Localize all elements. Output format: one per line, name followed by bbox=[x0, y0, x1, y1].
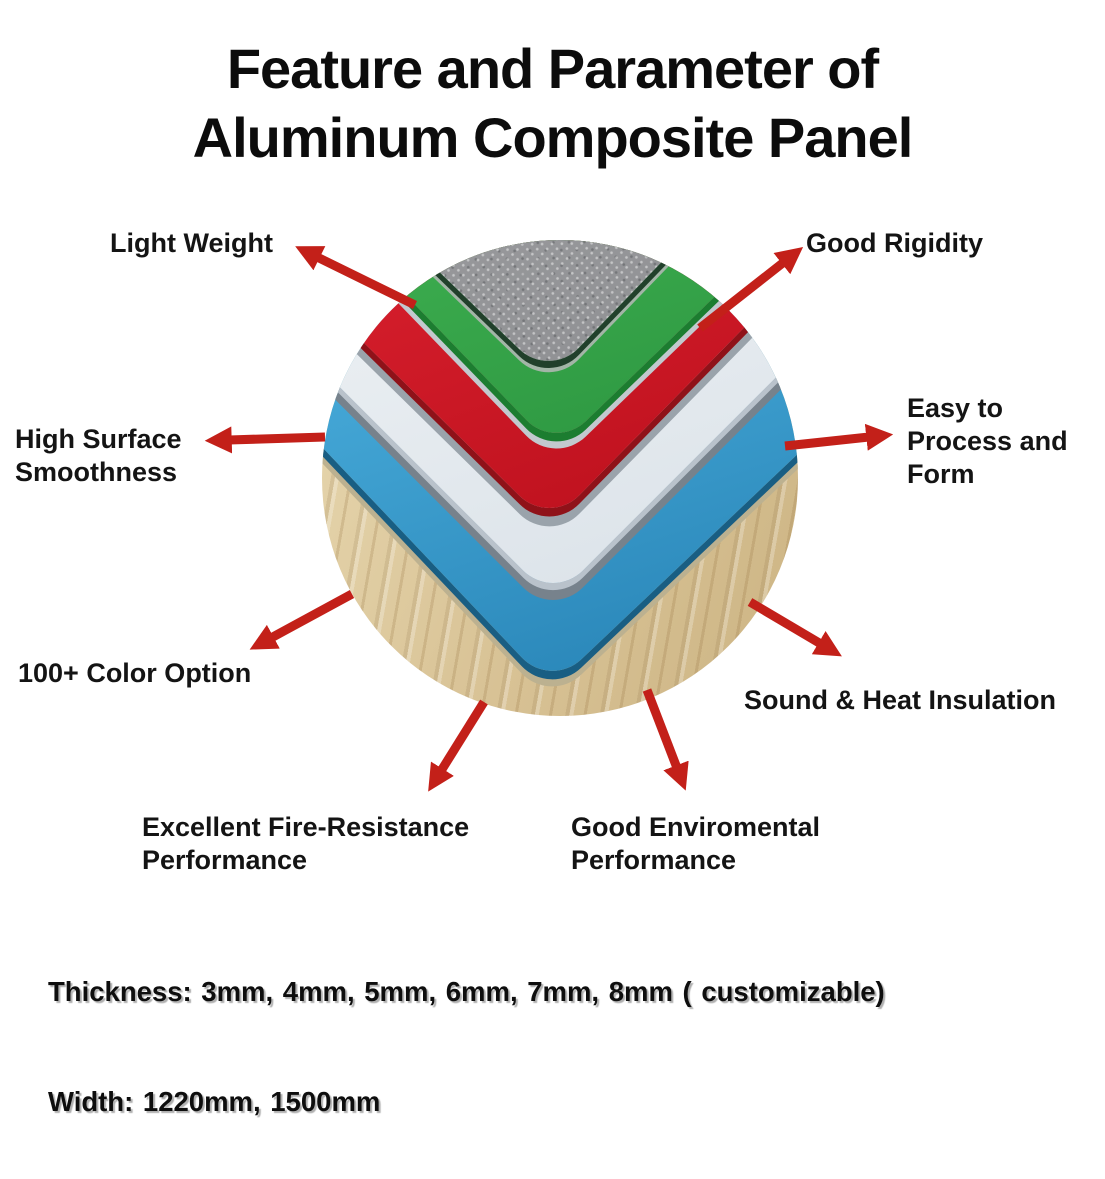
arrow-sound-heat-insulation bbox=[747, 598, 842, 657]
feature-label-easy-to-process: Easy to Process and Form bbox=[907, 393, 1068, 489]
feature-label-color-option: 100+ Color Option bbox=[18, 658, 252, 688]
parameter-line-width: Width: 1220mm, 1500mm bbox=[48, 1085, 381, 1117]
feature-label-sound-heat-insulation: Sound & Heat Insulation bbox=[744, 685, 1057, 715]
panel-stack-photo bbox=[322, 240, 798, 716]
arrow-fire-resistance bbox=[428, 699, 488, 792]
arrow-environmental bbox=[642, 688, 689, 791]
feature-label-high-surface-smoothness: High Surface Smoothness bbox=[15, 424, 182, 487]
feature-label-environmental: Good Enviromental Performance bbox=[571, 812, 821, 875]
feature-label-fire-resistance: Excellent Fire-Resistance Performance bbox=[142, 812, 470, 875]
arrow-high-surface-smoothness bbox=[204, 426, 326, 454]
page-title-line2: Aluminum Composite Panel bbox=[192, 106, 914, 169]
page-title: Feature and Parameter of Aluminum Compos… bbox=[0, 34, 1105, 172]
page-title-line1: Feature and Parameter of bbox=[226, 37, 879, 100]
parameter-line-thickness: Thickness: 3mm, 4mm, 5mm, 6mm, 7mm, 8mm … bbox=[48, 976, 885, 1007]
feature-label-light-weight: Light Weight bbox=[110, 228, 273, 258]
parameters-block: Thickness: 3mm, 4mm, 5mm, 6mm, 7mm, 8mm … bbox=[48, 901, 974, 1179]
arrow-color-option bbox=[249, 590, 355, 650]
feature-label-good-rigidity: Good Rigidity bbox=[806, 228, 983, 258]
